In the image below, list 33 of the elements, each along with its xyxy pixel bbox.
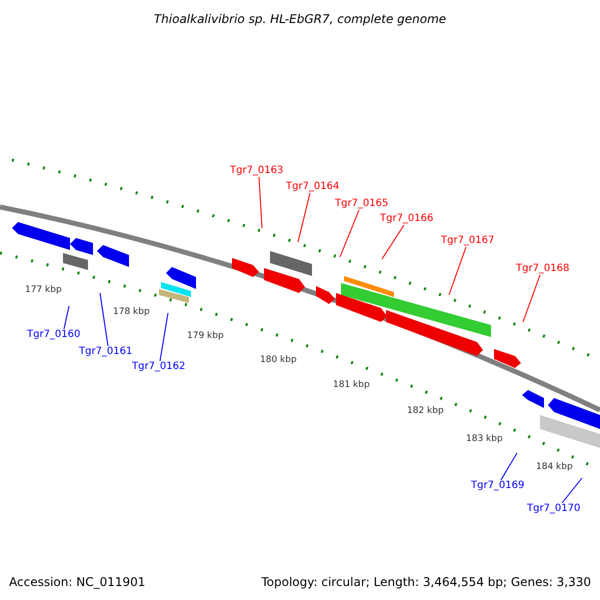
scale-label: 177 kbp xyxy=(25,284,62,296)
scale-label: 183 kbp xyxy=(466,433,503,445)
topology-text: Topology: circular; Length: 3,464,554 bp; Genes: 3,330 xyxy=(261,575,591,589)
scale-label: 182 kbp xyxy=(407,405,444,417)
leader-line xyxy=(160,312,168,362)
gene-label: Tgr7_0169 xyxy=(471,480,524,492)
scale-label: 184 kbp xyxy=(536,461,573,473)
leader-line xyxy=(382,224,404,260)
gene-label: Tgr7_0170 xyxy=(527,503,580,515)
gene-label: Tgr7_0163 xyxy=(230,165,284,177)
gene-label: Tgr7_0166 xyxy=(380,213,434,225)
gene-label: Tgr7_0167 xyxy=(441,235,494,247)
gene-label: Tgr7_0161 xyxy=(79,346,132,358)
leader-line xyxy=(522,274,540,322)
leader-line xyxy=(340,210,360,258)
gene-label: Tgr7_0160 xyxy=(27,329,80,341)
gene-label: Tgr7_0165 xyxy=(335,198,388,210)
scale-label: 180 kbp xyxy=(260,354,297,366)
scale-label: 179 kbp xyxy=(187,330,224,342)
leader-line xyxy=(100,292,108,346)
leader-line xyxy=(64,306,70,330)
diagram-title: Thioalkalivibrio sp. HL-EbGR7, complete genome xyxy=(152,12,448,26)
gene-label: Tgr7_0164 xyxy=(286,181,340,193)
gene-label: Tgr7_0162 xyxy=(132,361,186,373)
gene-label: Tgr7_0168 xyxy=(516,263,570,275)
leader-line xyxy=(500,452,518,480)
leader-line xyxy=(258,176,262,228)
leader-line xyxy=(298,192,310,242)
leader-line xyxy=(448,246,466,296)
scale-label: 181 kbp xyxy=(333,379,370,391)
scale-label: 178 kbp xyxy=(113,306,150,318)
accession-text: Accession: NC_011901 xyxy=(9,575,146,589)
leader-line xyxy=(562,478,582,504)
